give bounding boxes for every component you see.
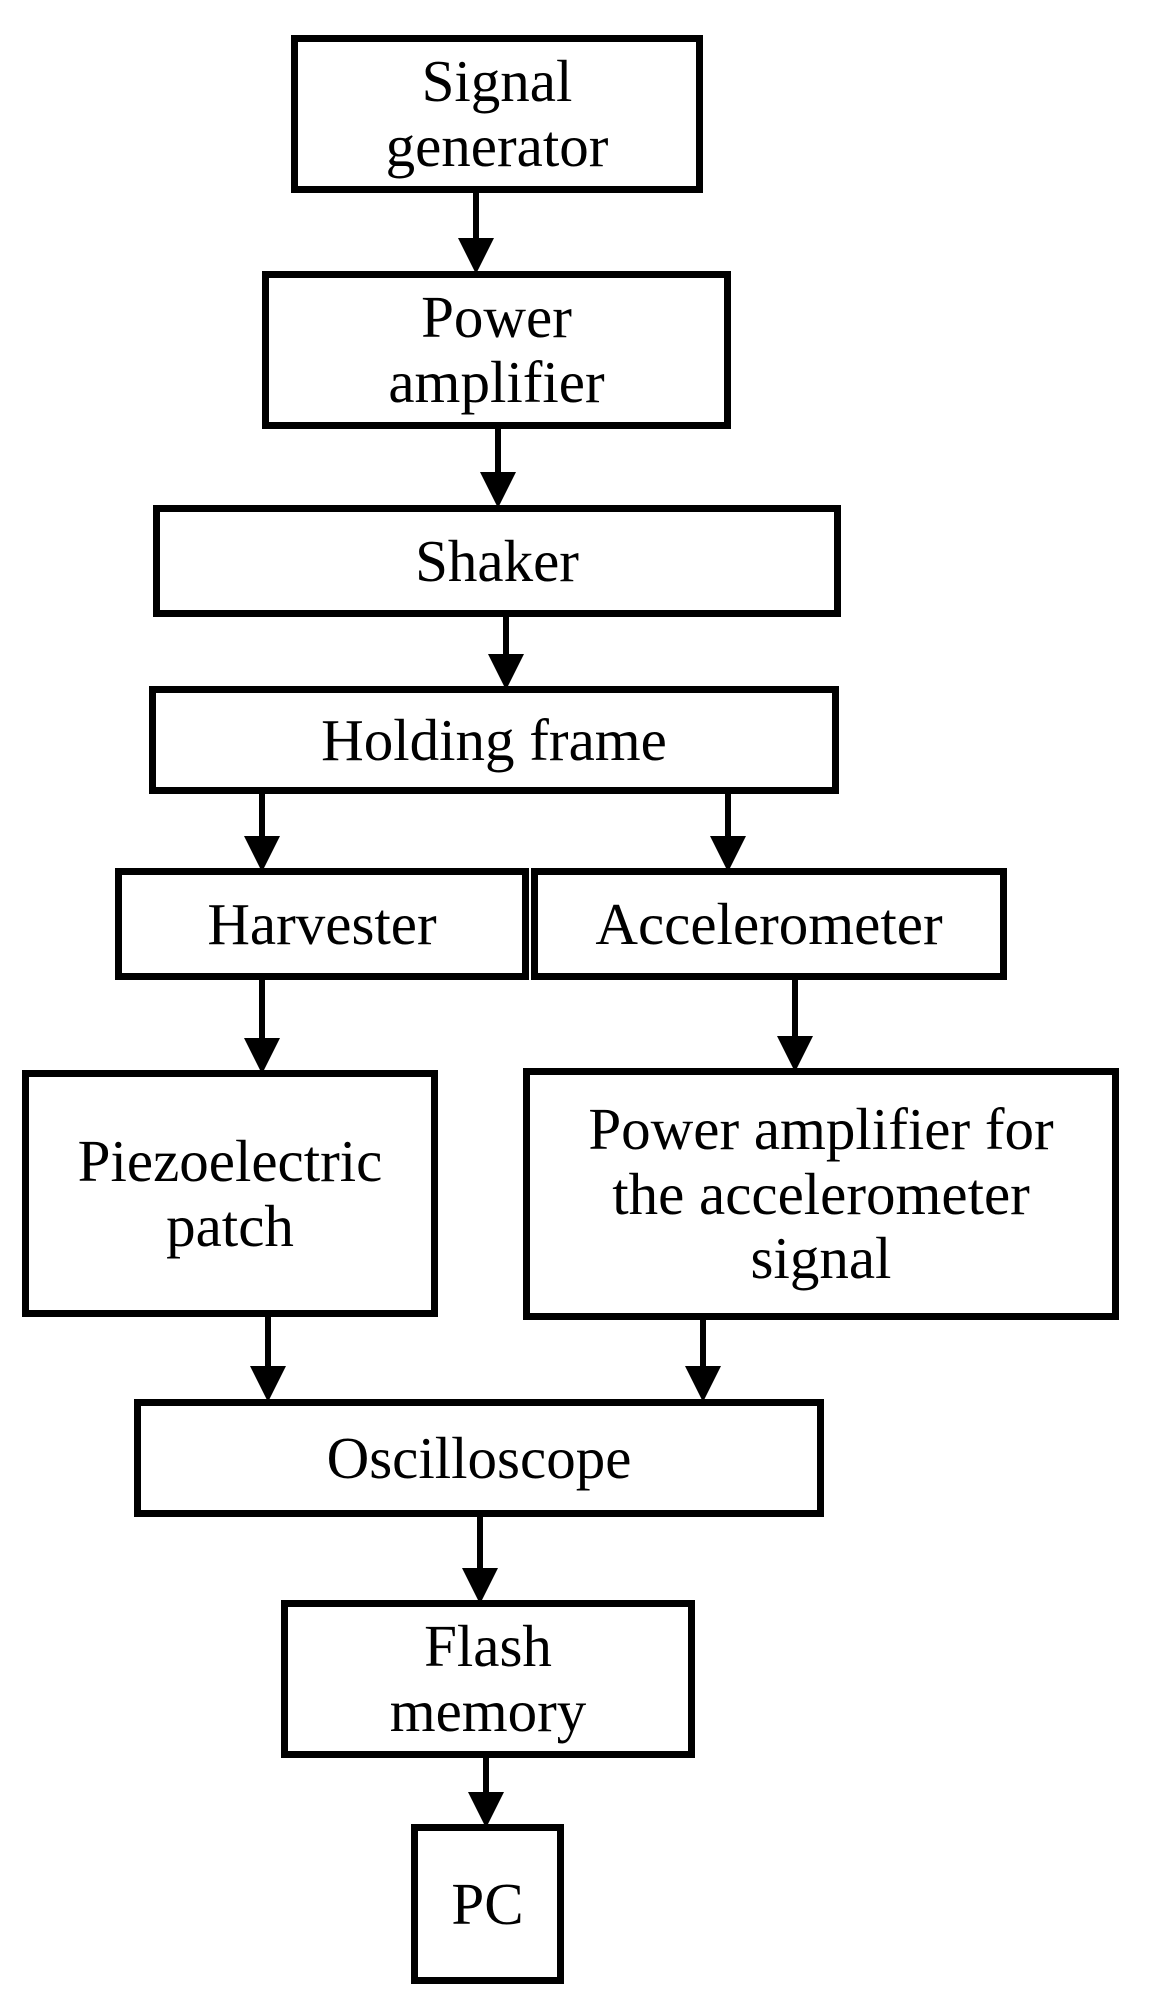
node-harvester: Harvester [115, 868, 529, 980]
node-accelerometer-power-amplifier-label: Power amplifier for the accelerometer si… [588, 1095, 1054, 1292]
node-flash-memory-label: Flash memory [389, 1613, 587, 1744]
node-power-amplifier: Power amplifier [262, 271, 731, 429]
node-harvester-label: Harvester [207, 890, 437, 957]
node-pc-label: PC [451, 1870, 524, 1937]
node-flash-memory: Flash memory [281, 1600, 695, 1758]
node-shaker: Shaker [153, 505, 841, 617]
node-accelerometer-label: Accelerometer [595, 890, 943, 957]
node-power-amplifier-label: Power amplifier [388, 284, 605, 415]
node-accelerometer-power-amplifier: Power amplifier for the accelerometer si… [523, 1068, 1119, 1320]
node-holding-frame-label: Holding frame [321, 706, 667, 773]
node-oscilloscope-label: Oscilloscope [326, 1424, 632, 1491]
node-piezoelectric-patch-label: Piezoelectric patch [77, 1127, 383, 1259]
node-shaker-label: Shaker [415, 527, 579, 594]
node-signal-generator: Signal generator [291, 35, 703, 193]
node-pc: PC [411, 1824, 564, 1984]
node-accelerometer: Accelerometer [531, 868, 1007, 980]
node-oscilloscope: Oscilloscope [134, 1399, 824, 1517]
node-piezoelectric-patch: Piezoelectric patch [22, 1070, 438, 1317]
node-holding-frame: Holding frame [149, 686, 839, 794]
node-signal-generator-label: Signal generator [385, 48, 609, 179]
